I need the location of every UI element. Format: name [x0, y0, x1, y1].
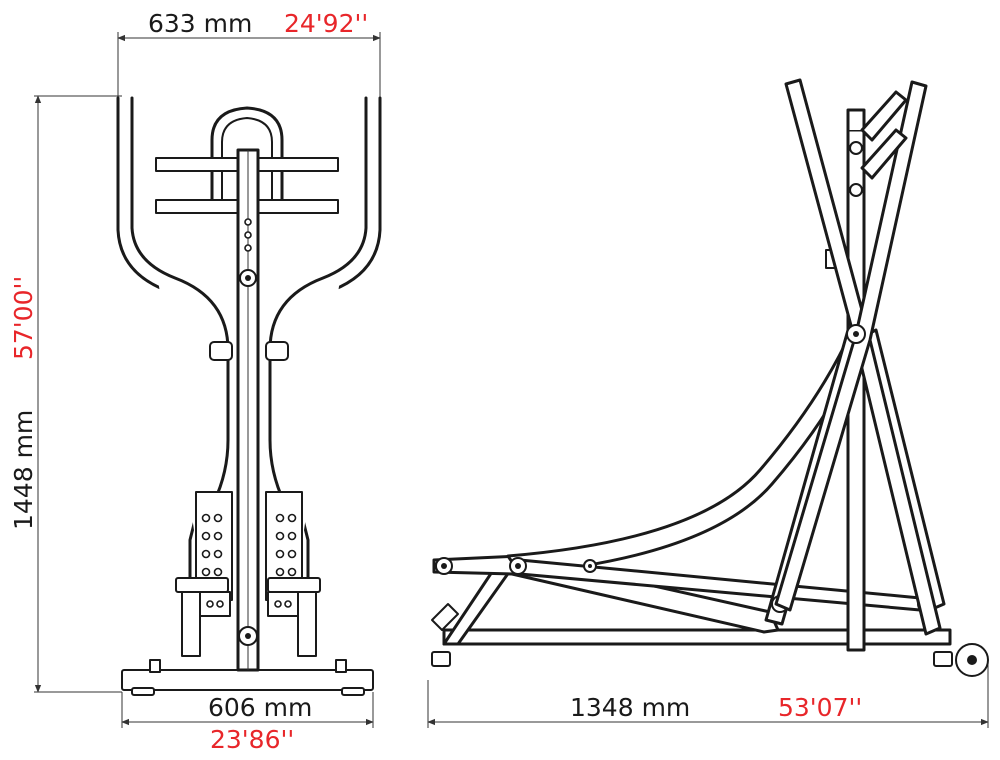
- base-width-mm-label: 606 mm: [208, 693, 312, 722]
- front-view: 633 mm 24'92'' 57'00'' 1448 mm 606 mm 23…: [9, 9, 382, 754]
- top-width-inch-label: 24'92'': [284, 9, 368, 38]
- side-machine-outline: [431, 78, 989, 677]
- height-mm-label: 1448 mm: [9, 410, 38, 530]
- height-dimension: 57'00'' 1448 mm: [9, 95, 122, 693]
- length-inch-label: 53'07'': [778, 693, 862, 722]
- front-machine-outline: [116, 96, 382, 696]
- side-view: 1348 mm 53'07'': [427, 78, 989, 728]
- length-dimension: 1348 mm 53'07'': [427, 660, 989, 728]
- top-width-dimension: 633 mm 24'92'': [117, 9, 381, 100]
- base-width-inch-label: 23'86'': [210, 725, 294, 754]
- length-mm-label: 1348 mm: [570, 693, 690, 722]
- top-width-mm-label: 633 mm: [148, 9, 252, 38]
- base-width-dimension: 606 mm 23'86'': [121, 692, 374, 754]
- height-inch-label: 57'00'': [9, 276, 38, 360]
